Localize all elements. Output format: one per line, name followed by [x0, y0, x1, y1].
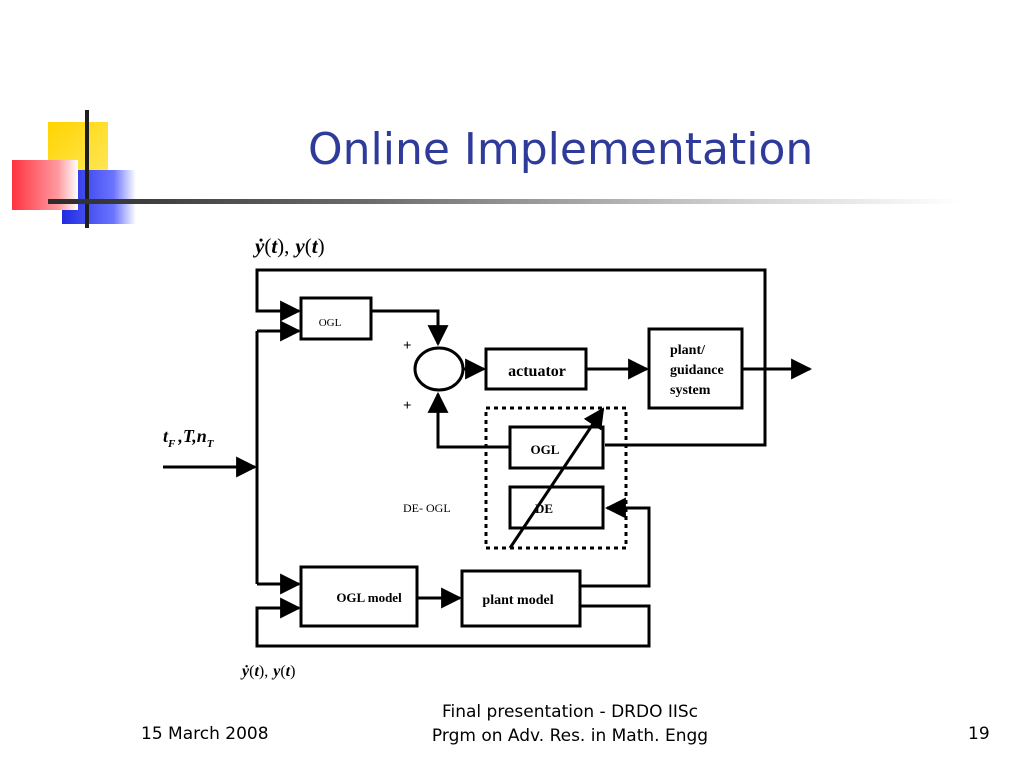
adaptation-arrow — [508, 407, 605, 549]
plant-label-line1: plant/ — [670, 343, 706, 358]
ogl-top-label: OGL — [319, 317, 342, 329]
page-number: 19 — [968, 724, 990, 744]
ogl-inner-block — [508, 425, 605, 470]
plant-model-label: plant model — [482, 593, 553, 608]
input-label: tF,T,nT — [163, 426, 215, 450]
feedback-label-top: ẏ(t),y(t) — [252, 234, 325, 258]
footer-center-line2: Prgm on Adv. Res. in Math. Engg — [431, 726, 709, 746]
footer-center: Final presentation - DRDO IISc Prgm on A… — [380, 700, 760, 748]
footer-date: 15 March 2008 — [141, 724, 269, 744]
ogl-model-block — [299, 565, 419, 628]
plus-sign-top: + — [403, 338, 412, 354]
plant-guidance-block — [647, 327, 744, 410]
plant-label-line3: system — [670, 383, 711, 398]
ogl-model-label: OGL model — [336, 590, 402, 605]
de-label: DE — [535, 501, 553, 516]
footer-center-line1: Final presentation - DRDO IISc — [441, 702, 699, 722]
page-title: Online Implementation — [308, 124, 814, 175]
ogl-top-block — [299, 296, 373, 341]
title-divider — [48, 199, 960, 204]
plant-label-line2: guidance — [670, 363, 724, 378]
de-ogl-label: DE- OGL — [403, 501, 451, 515]
plus-sign-bottom: + — [403, 398, 412, 414]
de-ogl-dashed-box — [484, 406, 628, 550]
deco-vertical-line — [85, 110, 89, 228]
ogl-inner-label: OGL — [531, 442, 560, 457]
signal-wires — [163, 268, 813, 648]
summing-junction — [413, 346, 465, 392]
plant-model-block — [460, 569, 582, 628]
actuator-block — [484, 347, 588, 391]
de-block — [508, 485, 605, 530]
actuator-label: actuator — [508, 363, 566, 380]
feedback-label-bottom: ẏ(t),y(t) — [240, 663, 295, 680]
